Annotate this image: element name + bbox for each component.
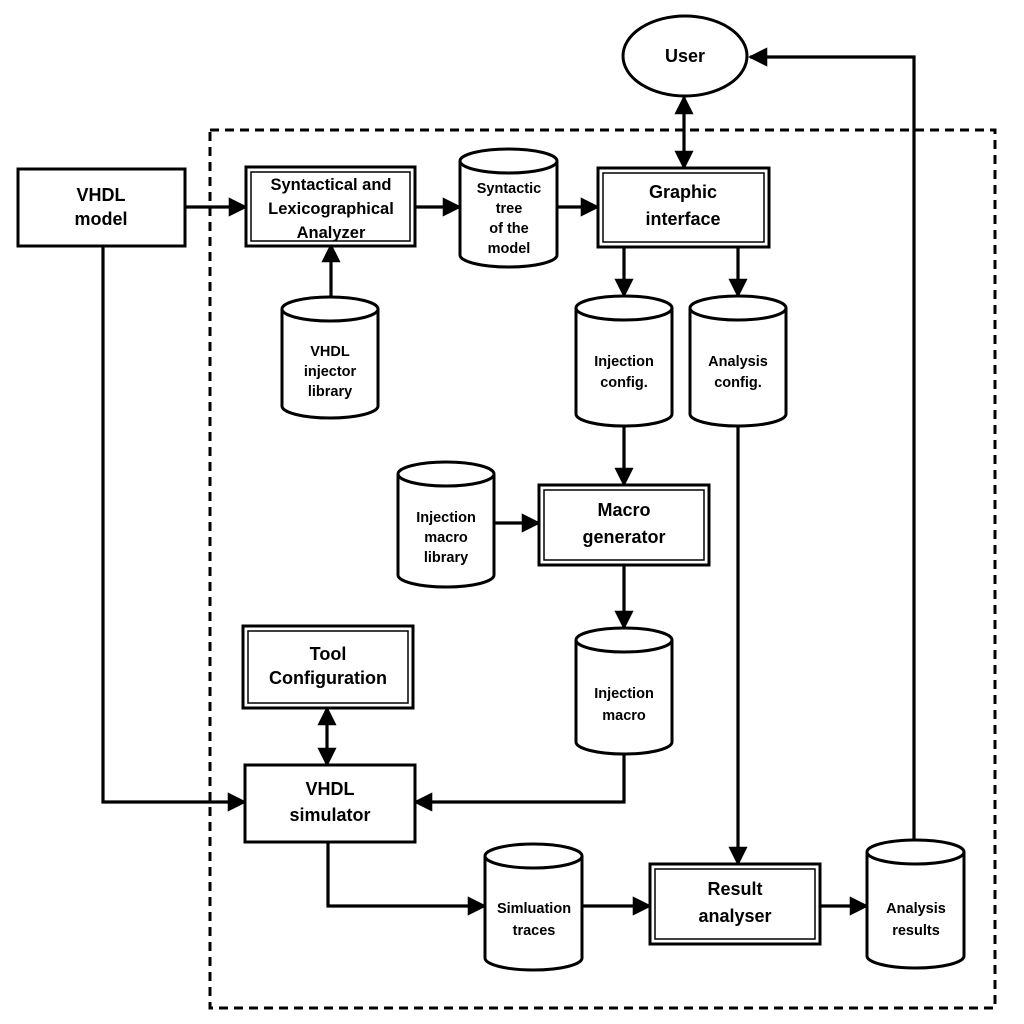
tree-label-line1: Syntactic <box>477 181 541 197</box>
edge-simulator-to-traces <box>326 842 487 916</box>
analyzer-label-line3: Analyzer <box>297 224 366 242</box>
node-graphic-interface: Graphic interface <box>596 166 771 249</box>
analysis-results-label-line1: Analysis <box>886 901 946 917</box>
analysis-results-label-line2: results <box>892 923 940 939</box>
tool-boundary-frame <box>208 128 997 1010</box>
tool-config-label-line2: Configuration <box>269 668 387 688</box>
edge-model-to-simulator <box>101 247 247 812</box>
node-vhdl-simulator: VHDL simulator <box>243 763 417 844</box>
vhdl-model-label-line2: model <box>74 209 127 229</box>
node-syntactical-analyzer: Syntactical and Lexicographical Analyzer <box>244 165 417 248</box>
node-simulation-traces: Simluation traces <box>483 842 584 972</box>
nodes-layer: User VHDL model Syntactical and Lexicogr… <box>16 14 966 972</box>
tool-config-label-line1: Tool <box>310 644 347 664</box>
injector-lib-label-line3: library <box>308 384 352 400</box>
injection-config-label-line1: Injection <box>594 354 654 370</box>
node-syntactic-tree: Syntactic tree of the model <box>458 147 559 269</box>
injection-config-label-line2: config. <box>600 375 648 391</box>
gui-label-line2: interface <box>645 209 720 229</box>
node-macro-generator: Macro generator <box>537 483 711 567</box>
node-injection-macro: Injection macro <box>574 626 674 756</box>
gui-label-line1: Graphic <box>649 182 717 202</box>
edge-results-to-user <box>748 47 916 840</box>
analyzer-label-line1: Syntactical and <box>270 176 391 194</box>
injector-lib-label-line2: injector <box>304 364 357 380</box>
node-analysis-results: Analysis results <box>865 838 966 970</box>
vhdl-model-label-line1: VHDL <box>77 185 126 205</box>
simulator-label-line1: VHDL <box>306 779 355 799</box>
node-analysis-config: Analysis config. <box>688 294 788 428</box>
node-vhdl-injector-library: VHDL injector library <box>280 295 380 420</box>
macro-lib-label-line3: library <box>424 550 468 566</box>
traces-label-line1: Simluation <box>497 901 571 917</box>
node-vhdl-model: VHDL model <box>16 167 187 248</box>
macro-lib-label-line2: macro <box>424 530 468 546</box>
node-tool-configuration: Tool Configuration <box>241 624 415 710</box>
analyzer-label-line2: Lexicographical <box>268 200 394 218</box>
traces-label-line2: traces <box>513 923 556 939</box>
edge-injection-macro-to-simulator <box>413 753 626 812</box>
injector-lib-label-line1: VHDL <box>310 344 350 360</box>
node-result-analyser: Result analyser <box>648 862 822 946</box>
node-injection-config: Injection config. <box>574 294 674 428</box>
result-analyser-label-line2: analyser <box>698 906 771 926</box>
analysis-config-label-line1: Analysis <box>708 354 768 370</box>
result-analyser-label-line1: Result <box>707 879 762 899</box>
edges-layer <box>101 47 916 916</box>
simulator-label-line2: simulator <box>289 805 370 825</box>
node-user: User <box>621 14 749 98</box>
analysis-config-label-line2: config. <box>714 375 762 391</box>
tree-label-line4: model <box>488 241 531 257</box>
macro-gen-label-line1: Macro <box>597 500 650 520</box>
macro-gen-label-line2: generator <box>582 527 665 547</box>
injection-macro-label-line2: macro <box>602 708 646 724</box>
tree-label-line3: of the <box>489 221 528 237</box>
node-injection-macro-library: Injection macro library <box>396 460 496 589</box>
injection-macro-label-line1: Injection <box>594 686 654 702</box>
macro-lib-label-line1: Injection <box>416 510 476 526</box>
user-label: User <box>665 46 705 66</box>
tree-label-line2: tree <box>496 201 523 217</box>
